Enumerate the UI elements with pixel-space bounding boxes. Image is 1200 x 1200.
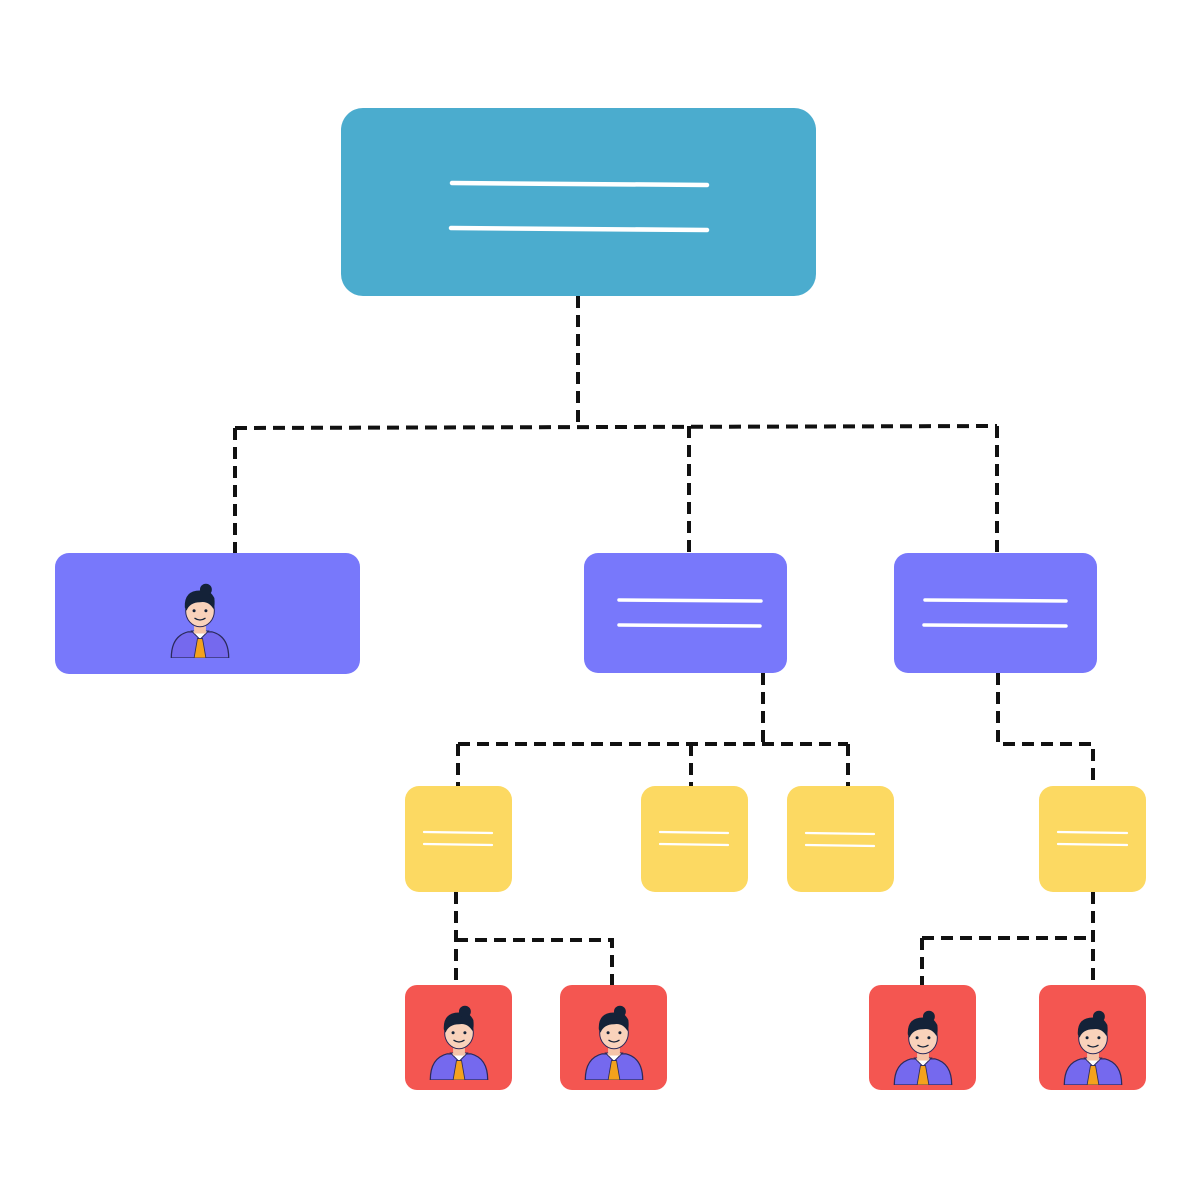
node-member-2 xyxy=(560,985,667,1090)
node-manager-left xyxy=(55,553,360,674)
connector-root-to-managers xyxy=(233,296,999,553)
node-member-4 xyxy=(1039,985,1146,1090)
text-placeholder-lines xyxy=(448,180,710,233)
text-placeholder-lines xyxy=(422,830,494,847)
text-placeholder-lines xyxy=(617,598,763,628)
node-root xyxy=(341,108,816,296)
person-avatar-icon xyxy=(1063,1010,1123,1085)
connector-manager-right-to-team-4 xyxy=(996,673,1095,786)
connector-manager-middle-to-teams xyxy=(456,673,850,786)
text-placeholder-lines xyxy=(658,830,730,847)
node-manager-middle xyxy=(584,553,787,673)
node-team-2 xyxy=(641,786,748,892)
node-member-1 xyxy=(405,985,512,1090)
node-team-3 xyxy=(787,786,894,892)
node-team-4 xyxy=(1039,786,1146,892)
text-placeholder-lines xyxy=(1056,830,1129,847)
connector-team-1-to-members xyxy=(454,892,614,985)
connector-team-4-to-members xyxy=(920,892,1095,985)
text-placeholder-lines xyxy=(922,598,1068,628)
person-avatar-icon xyxy=(429,1005,489,1080)
person-avatar-icon xyxy=(893,1010,953,1085)
person-avatar-icon xyxy=(170,583,230,658)
person-avatar-icon xyxy=(584,1005,644,1080)
node-team-1 xyxy=(405,786,512,892)
node-member-3 xyxy=(869,985,976,1090)
text-placeholder-lines xyxy=(804,831,876,848)
node-manager-right xyxy=(894,553,1097,673)
